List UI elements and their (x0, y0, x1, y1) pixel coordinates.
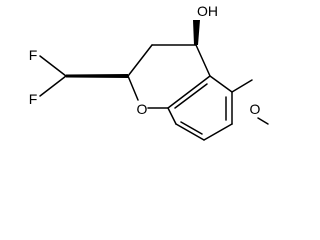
oh-label: OH (197, 3, 218, 19)
wedge-bond-c2-chf2 (66, 74, 128, 78)
bond-cf2-fbottom (39, 75, 67, 97)
bond-c7-c8 (175, 123, 205, 141)
pyran-ring-bonds (127, 44, 211, 109)
bond-c4a-c5 (209, 75, 233, 93)
molecule-structure: OH O F F O (29, 3, 269, 141)
bond-c6-omethoxy (231, 79, 253, 93)
bond-c8a-c4a (167, 75, 211, 109)
double-bond-c8a-c4a (174, 83, 208, 109)
benzene-ring-bonds (167, 75, 233, 141)
wedge-bond-c4-oh (193, 20, 200, 45)
methoxy-bonds (231, 79, 269, 125)
bond-omethoxy-ch3 (257, 117, 269, 125)
bond-c6-c7 (203, 123, 233, 141)
bond-c2-c3 (127, 44, 153, 77)
bond-c4-c4a (195, 44, 211, 77)
bond-cf2-ftop (39, 55, 67, 77)
fluorine-bottom-label: F (29, 91, 38, 107)
methoxy-oxygen-label: O (250, 101, 261, 117)
ring-oxygen-label: O (137, 101, 148, 117)
double-bond-c7-c8 (180, 121, 203, 135)
fluorine-top-label: F (29, 47, 38, 63)
difluoromethyl-bonds (39, 55, 67, 97)
bond-c2-o1 (127, 75, 139, 101)
bond-c8-c8a (167, 107, 177, 125)
